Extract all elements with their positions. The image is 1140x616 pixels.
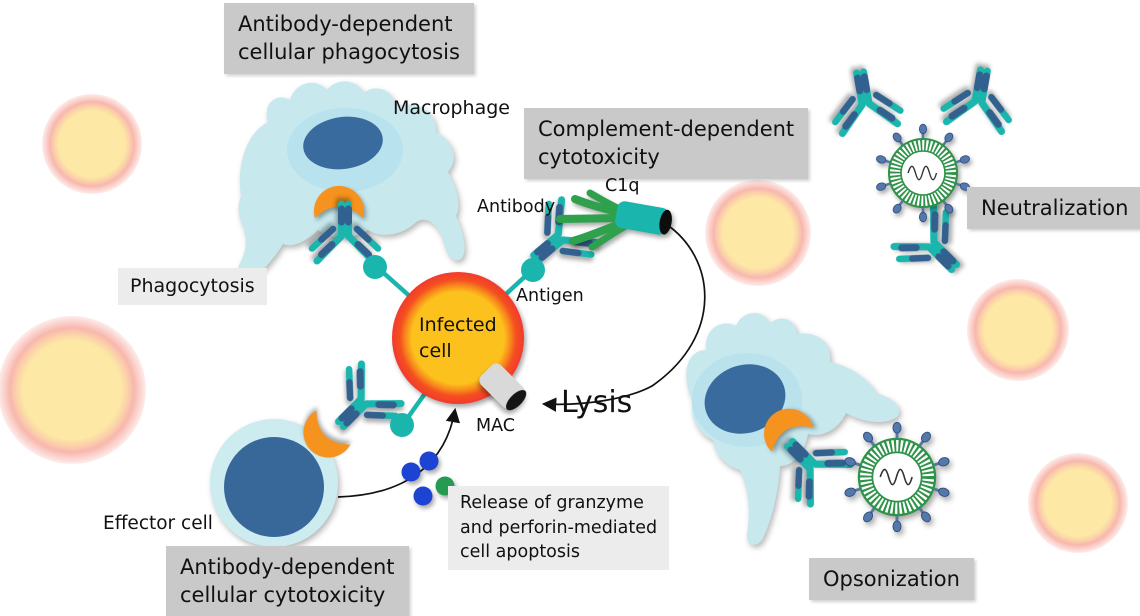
antibody-label: Antibody	[477, 197, 556, 217]
effector-cell	[210, 419, 338, 547]
macrophage	[686, 312, 900, 545]
macrophage-nucleus	[303, 116, 383, 170]
neutralization-title: Neutralization	[967, 187, 1140, 230]
adcp-title: Antibody-dependent cellular phagocytosis	[224, 3, 474, 74]
background-cell	[42, 94, 142, 194]
c1q-stalk	[615, 201, 672, 235]
virus-icon	[844, 422, 950, 531]
macrophage-label: Macrophage	[393, 97, 510, 119]
arrows	[337, 223, 706, 498]
effector-cell-body	[224, 437, 324, 537]
macrophage-nucleus	[704, 364, 786, 434]
mac-label: MAC	[476, 416, 515, 436]
phagocytosis-label: Phagocytosis	[118, 268, 267, 305]
antigen-icon	[363, 255, 387, 279]
effector-cell-label: Effector cell	[103, 513, 213, 534]
background-cell	[1028, 453, 1128, 553]
background-cell	[0, 316, 146, 464]
antibody-icon	[942, 65, 1017, 133]
mac-pore-icon	[479, 363, 527, 411]
infected-cell-label: Infected cell	[419, 314, 497, 362]
antigen-icon	[521, 258, 545, 282]
c1q-icon	[556, 189, 672, 251]
lysis-label: Lysis	[561, 385, 633, 420]
background-cell	[967, 279, 1069, 381]
granzyme-perforin-dots	[401, 451, 455, 506]
antibody-icon	[318, 360, 405, 447]
lysis-arrow	[541, 223, 706, 412]
granzyme-dot	[413, 486, 433, 506]
antibody-icon	[890, 203, 977, 290]
antibody-icon	[828, 67, 903, 135]
granzyme-dot	[401, 462, 421, 482]
macrophage	[237, 81, 465, 281]
c1q-label: C1q	[605, 176, 640, 196]
antigen-icon	[390, 413, 414, 437]
cdc-title: Complement-dependent cytotoxicity	[524, 108, 809, 179]
opsonization-title: Opsonization	[809, 558, 974, 601]
antigen-label: Antigen	[516, 286, 584, 306]
granzyme-dot	[419, 451, 439, 471]
adcc-title: Antibody-dependent cellular cytotoxicity	[166, 546, 409, 616]
virus-icon	[875, 124, 970, 222]
background-cell	[705, 180, 811, 286]
antigens	[363, 255, 545, 437]
granzyme-label: Release of granzyme and perforin-mediate…	[448, 486, 670, 570]
